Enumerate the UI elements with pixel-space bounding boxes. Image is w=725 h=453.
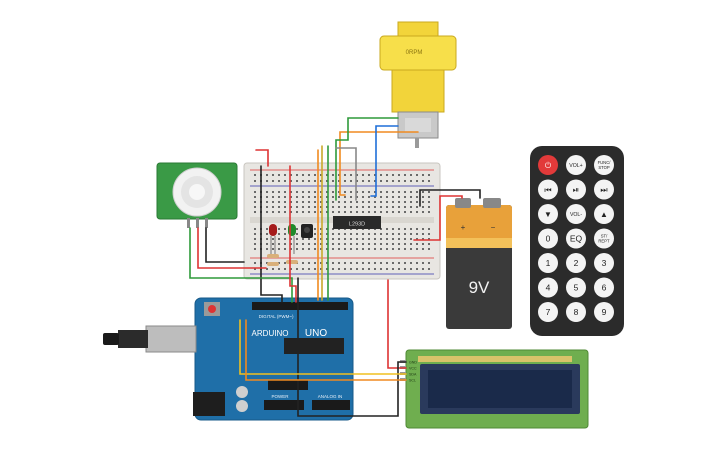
- remote-button[interactable]: [538, 204, 558, 224]
- remote-button-label: VOL-: [570, 212, 582, 218]
- remote-button-label: 5: [574, 283, 579, 293]
- remote-button-label: VOL+: [569, 163, 582, 169]
- remote-button[interactable]: [538, 228, 558, 249]
- lcd-pin-label: GND: [409, 361, 417, 365]
- remote-button[interactable]: [566, 277, 586, 298]
- resistors: [267, 254, 298, 266]
- remote-button[interactable]: [566, 204, 586, 224]
- remote-button-label: 8: [574, 307, 579, 317]
- analog-label: ANALOG IN: [318, 394, 343, 399]
- lcd-pin-label: SCL: [409, 379, 416, 383]
- arduino-brand: ARDUINO: [252, 329, 289, 338]
- wires: [189, 117, 481, 417]
- remote-button-label: 1: [546, 258, 551, 268]
- arduino-model: UNO: [305, 328, 327, 339]
- lcd-pin-label: VCC: [409, 367, 417, 371]
- pir-sensor[interactable]: [156, 162, 238, 228]
- remote-button[interactable]: [566, 155, 586, 175]
- battery-9v[interactable]: + − 9V: [446, 198, 512, 329]
- remote-button[interactable]: [566, 302, 586, 322]
- remote-button-label: ST/: [601, 234, 608, 239]
- l293d-chip[interactable]: L293D: [333, 216, 381, 229]
- remote-button[interactable]: [566, 179, 586, 200]
- remote-button-label: REPT: [598, 238, 610, 243]
- battery-voltage: 9V: [469, 278, 490, 297]
- remote-button-label: 2: [574, 258, 579, 268]
- ir-receiver[interactable]: [301, 224, 313, 238]
- remote-button-label: 4: [546, 283, 551, 293]
- remote-button[interactable]: [594, 277, 614, 298]
- remote-button-label: 9: [602, 307, 607, 317]
- remote-button-label: ⏯: [573, 185, 579, 194]
- remote-button[interactable]: [566, 253, 586, 273]
- remote-button[interactable]: [594, 302, 614, 322]
- remote-button-label: ⏻: [545, 161, 552, 170]
- remote-button-label: 3: [602, 258, 607, 268]
- chip-label: L293D: [349, 222, 365, 228]
- remote-button-label: ⏮: [544, 185, 551, 194]
- remote-button-label: ▼: [544, 210, 552, 219]
- remote-button-label: 6: [602, 283, 607, 293]
- remote-button-label: FUNC/: [598, 160, 612, 165]
- ir-remote[interactable]: ⏻ VOL+ FUNC/STOP ⏮ ⏯ ⏭ ▼ VOL- ▲ 0 EQ ST/REPT 1 2 3 4 5 6 7…: [530, 146, 624, 336]
- power-label: POWER: [271, 394, 289, 399]
- remote-button[interactable]: [594, 204, 614, 224]
- remote-button-label: 0: [546, 234, 551, 244]
- remote-button[interactable]: [594, 253, 614, 273]
- battery-plus: +: [461, 223, 466, 232]
- red-led[interactable]: [269, 224, 277, 254]
- remote-button[interactable]: [538, 179, 558, 200]
- digital-label: DIGITAL (PWM~): [259, 314, 294, 319]
- remote-button[interactable]: [538, 253, 558, 273]
- remote-button-label: 7: [546, 307, 551, 317]
- arduino-uno[interactable]: DIGITAL (PWM~) ARDUINO UNO POWER ANALOG …: [103, 297, 354, 421]
- battery-minus: −: [491, 223, 496, 232]
- remote-button-label: ⏭: [600, 185, 607, 194]
- remote-button-label: EQ: [570, 234, 583, 244]
- lcd-pin-label: SDA: [409, 373, 417, 377]
- remote-button[interactable]: [594, 179, 614, 200]
- remote-button[interactable]: [538, 277, 558, 298]
- remote-button[interactable]: [594, 228, 614, 249]
- lcd-16x2[interactable]: GND VCC SDA SCL: [400, 349, 589, 429]
- remote-button[interactable]: [538, 155, 558, 175]
- remote-button-label: ▲: [600, 210, 608, 219]
- motor-rpm-label: 0RPM: [406, 50, 423, 56]
- remote-button-label: STOP: [598, 165, 610, 170]
- remote-button[interactable]: [594, 155, 614, 175]
- remote-button[interactable]: [566, 228, 586, 249]
- dc-gear-motor[interactable]: 0RPM: [379, 21, 457, 148]
- remote-button[interactable]: [538, 302, 558, 322]
